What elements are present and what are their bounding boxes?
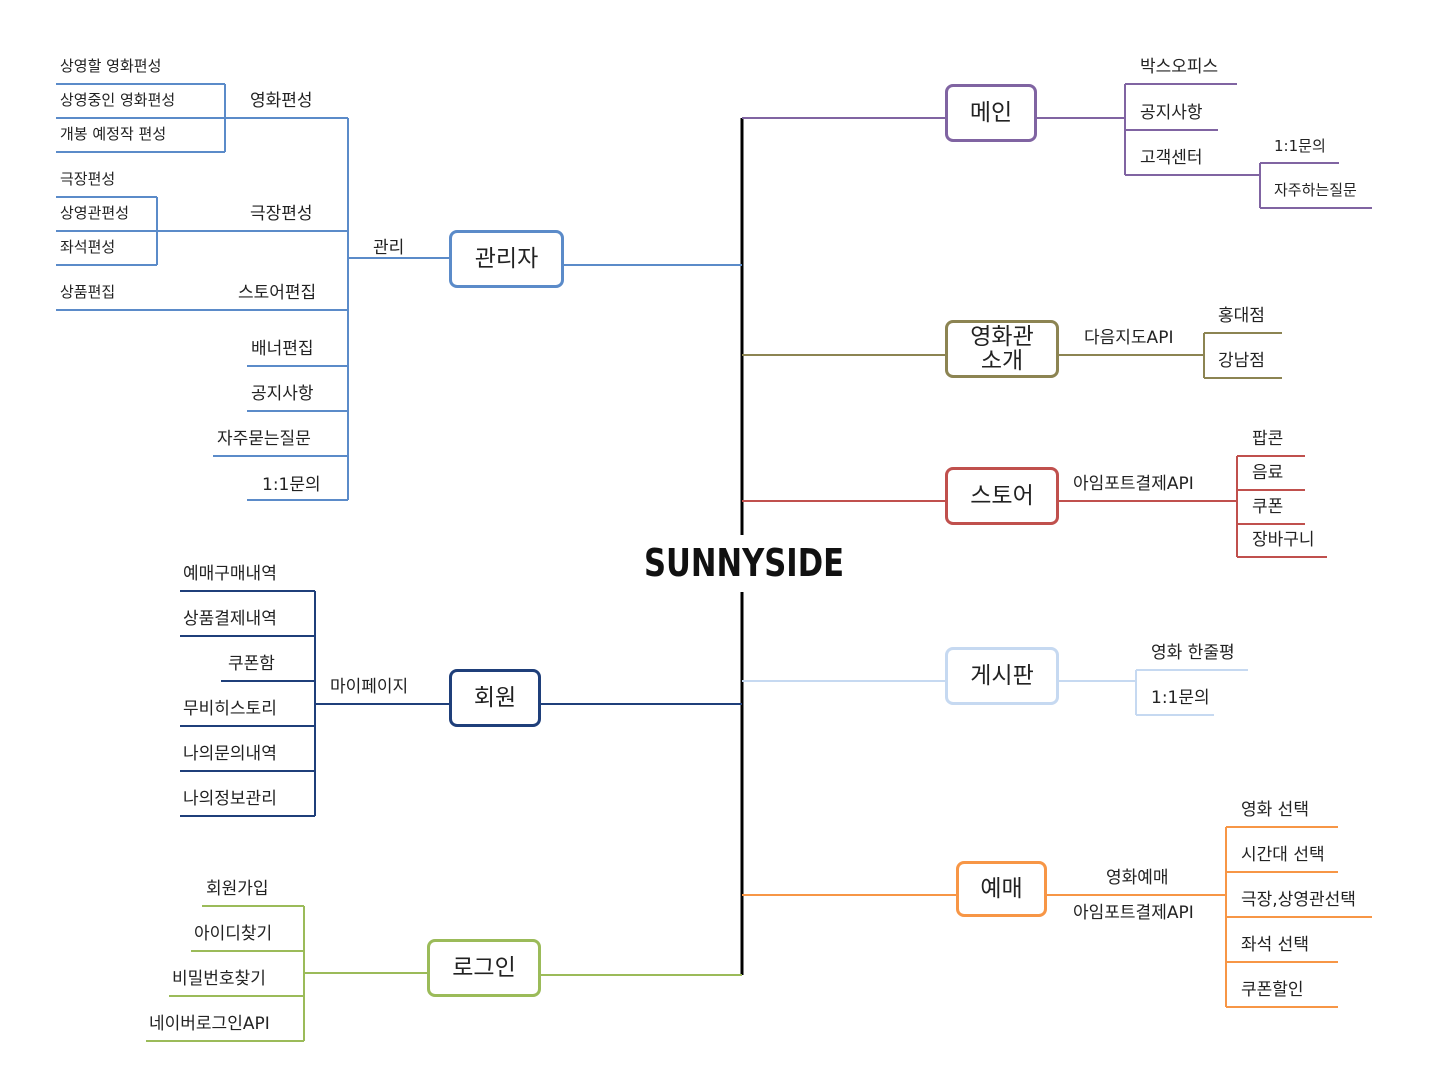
main-item[interactable]: 박스오피스 (1140, 57, 1219, 77)
login-item[interactable]: 회원가입 (206, 879, 269, 899)
main-node[interactable]: 메인 (945, 84, 1037, 142)
booking-connector-label: 영화예매 (1106, 868, 1169, 888)
member-item[interactable]: 나의문의내역 (183, 744, 277, 764)
store-item[interactable]: 음료 (1252, 463, 1284, 483)
admin-store-label[interactable]: 스토어편집 (238, 283, 317, 303)
login-item[interactable]: 아이디찾기 (194, 924, 273, 944)
board-node[interactable]: 게시판 (945, 647, 1059, 705)
main-support-item[interactable]: 자주하는질문 (1274, 181, 1357, 199)
member-item[interactable]: 예매구매내역 (183, 564, 277, 584)
sunnyside-logo-mark: SUNNYSIDE (644, 541, 844, 585)
svg-text:SUNNYSIDE: SUNNYSIDE (644, 541, 844, 585)
cinema-branch-item[interactable]: 홍대점 (1218, 306, 1265, 326)
admin-movie-item[interactable]: 상영할 영화편성 (60, 57, 162, 75)
store-item[interactable]: 팝콘 (1252, 429, 1284, 449)
admin-node[interactable]: 관리자 (449, 230, 564, 288)
admin-movie-item[interactable]: 상영중인 영화편성 (60, 91, 176, 109)
member-connector-label: 마이페이지 (330, 677, 409, 697)
admin-faq-item[interactable]: 자주묻는질문 (217, 429, 311, 449)
booking-payment-label: 아임포트결제API (1073, 903, 1194, 923)
booking-item[interactable]: 좌석 선택 (1241, 935, 1309, 955)
main-item[interactable]: 공지사항 (1140, 103, 1203, 123)
admin-movie-item[interactable]: 개봉 예정작 편성 (60, 125, 167, 143)
admin-theater-item[interactable]: 상영관편성 (60, 204, 130, 222)
login-item[interactable]: 네이버로그인API (149, 1014, 270, 1034)
cinema-connector-label: 다음지도API (1084, 328, 1174, 348)
booking-item[interactable]: 극장,상영관선택 (1241, 890, 1356, 910)
booking-item[interactable]: 영화 선택 (1241, 800, 1309, 820)
member-node[interactable]: 회원 (449, 669, 541, 727)
admin-inquiry-item[interactable]: 1:1문의 (262, 475, 321, 495)
member-item[interactable]: 무비히스토리 (183, 699, 277, 719)
admin-store-item[interactable]: 상품편집 (60, 283, 116, 301)
admin-theater-item[interactable]: 극장편성 (60, 170, 116, 188)
login-node[interactable]: 로그인 (427, 939, 541, 997)
board-item[interactable]: 1:1문의 (1151, 688, 1210, 708)
sunnyside-logo: SUNNYSIDE (644, 538, 844, 588)
admin-theater-label[interactable]: 극장편성 (250, 204, 313, 224)
booking-node[interactable]: 예매 (956, 861, 1047, 917)
admin-theater-item[interactable]: 좌석편성 (60, 238, 116, 256)
admin-notice-item[interactable]: 공지사항 (251, 384, 314, 404)
admin-movie-label[interactable]: 영화편성 (250, 91, 313, 111)
main-support-item[interactable]: 1:1문의 (1274, 137, 1326, 155)
board-item[interactable]: 영화 한줄평 (1151, 643, 1235, 663)
store-node[interactable]: 스토어 (945, 467, 1059, 525)
admin-connector-label: 관리 (373, 238, 405, 258)
member-item[interactable]: 상품결제내역 (183, 609, 277, 629)
booking-item[interactable]: 시간대 선택 (1241, 845, 1325, 865)
admin-banner-item[interactable]: 배너편집 (251, 339, 314, 359)
store-item[interactable]: 장바구니 (1252, 530, 1315, 550)
store-item[interactable]: 쿠폰 (1252, 497, 1284, 517)
cinema-node[interactable]: 영화관 소개 (945, 320, 1059, 378)
main-item[interactable]: 고객센터 (1140, 148, 1203, 168)
member-item[interactable]: 쿠폰함 (228, 654, 275, 674)
store-connector-label: 아임포트결제API (1073, 474, 1194, 494)
cinema-branch-item[interactable]: 강남점 (1218, 351, 1265, 371)
booking-item[interactable]: 쿠폰할인 (1241, 980, 1304, 1000)
member-item[interactable]: 나의정보관리 (183, 789, 277, 809)
login-item[interactable]: 비밀번호찾기 (172, 969, 266, 989)
